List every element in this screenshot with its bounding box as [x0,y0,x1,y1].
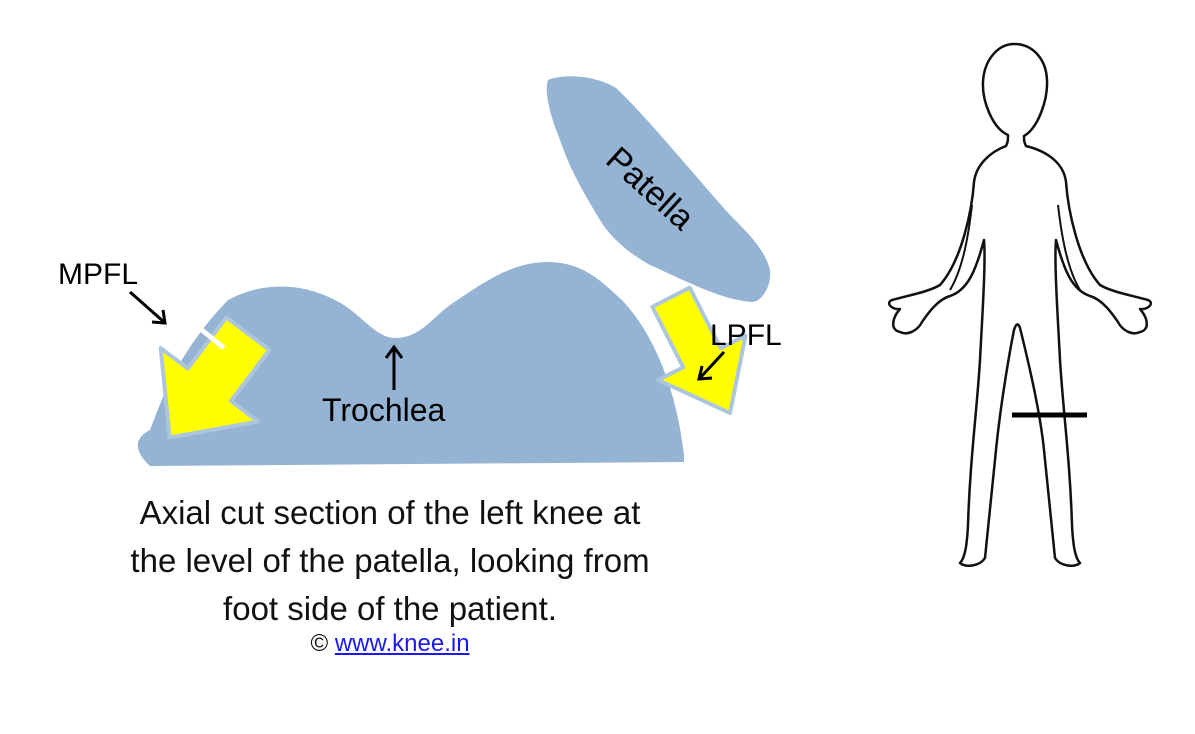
lpfl-arrow [641,279,748,416]
mpfl-label: MPFL [58,258,138,291]
trochlea-pointer-arrow [384,344,404,390]
patella-section [546,76,771,302]
mpfl-arrow [158,315,272,440]
copyright-symbol: © [310,630,329,657]
mpfl-pointer-arrow [129,290,167,325]
caption-line-2: the level of the patella, looking from [130,542,650,579]
copyright: © www.knee.in [60,630,720,658]
caption-line-1: Axial cut section of the left knee at [139,494,641,531]
lpfl-label: LPFL [710,319,782,352]
lpfl-pointer-arrow [697,350,726,381]
copyright-link[interactable]: www.knee.in [334,630,470,657]
body-outline-icon [887,42,1153,567]
caption-line-3: foot side of the patient. [223,590,557,627]
trochlea-label: Trochlea [322,392,446,428]
body-arm-lines [949,204,1081,291]
femur-section [137,262,684,466]
